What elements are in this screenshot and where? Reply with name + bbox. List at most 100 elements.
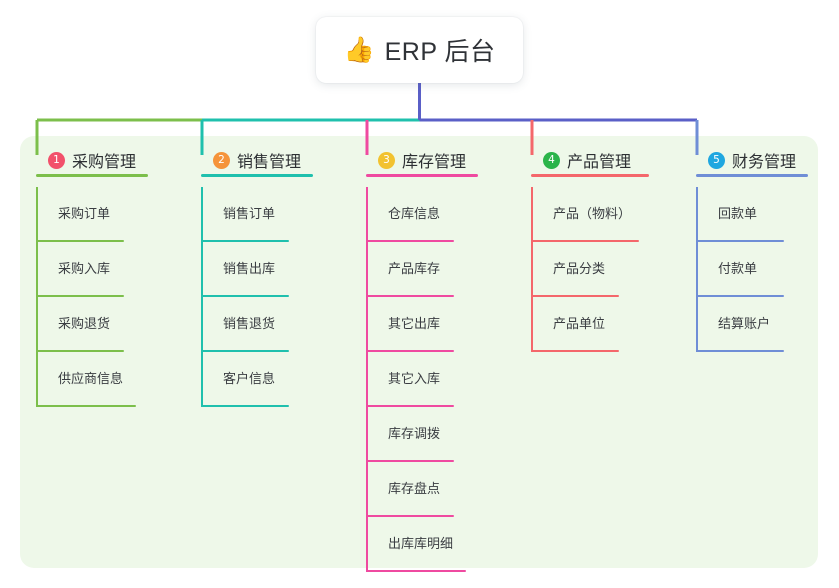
item-label: 销售订单 xyxy=(223,206,276,221)
item-connector xyxy=(696,187,698,242)
branch-item[interactable]: 产品单位 xyxy=(531,297,683,352)
item-label: 结算账户 xyxy=(718,316,771,331)
item-underline xyxy=(366,570,466,572)
branch-item[interactable]: 付款单 xyxy=(696,242,839,297)
item-connector xyxy=(36,297,38,352)
item-underline xyxy=(366,350,454,352)
branch-item[interactable]: 采购退货 xyxy=(36,297,188,352)
item-label: 产品（物料） xyxy=(553,206,632,221)
branch-items: 销售订单销售出库销售退货客户信息 xyxy=(201,187,353,407)
branch-number-badge: 1 xyxy=(48,151,65,169)
branch-item[interactable]: 出库库明细 xyxy=(366,517,518,572)
branch-column-3: 3 库存管理仓库信息产品库存其它出库其它入库库存调拨库存盘点出库库明细 xyxy=(366,143,518,572)
item-connector xyxy=(201,297,203,352)
item-connector xyxy=(366,242,368,297)
branch-items: 回款单付款单结算账户 xyxy=(696,187,839,352)
branch-underline xyxy=(36,174,148,177)
branch-item[interactable]: 仓库信息 xyxy=(366,187,518,242)
branch-title: 库存管理 xyxy=(402,154,467,171)
item-connector xyxy=(531,297,533,352)
branch-header-3[interactable]: 3 库存管理 xyxy=(366,143,518,177)
item-connector xyxy=(366,297,368,352)
branch-item[interactable]: 结算账户 xyxy=(696,297,839,352)
branch-item[interactable]: 销售出库 xyxy=(201,242,353,297)
root-node[interactable]: 👍 ERP 后台 xyxy=(316,17,523,83)
item-underline xyxy=(531,295,619,297)
branch-underline xyxy=(696,174,808,177)
branch-item[interactable]: 产品库存 xyxy=(366,242,518,297)
item-label: 其它入库 xyxy=(388,371,441,386)
item-label: 出库库明细 xyxy=(388,536,454,551)
item-label: 仓库信息 xyxy=(388,206,441,221)
branch-item[interactable]: 产品（物料） xyxy=(531,187,683,242)
item-underline xyxy=(531,350,619,352)
item-underline xyxy=(696,350,784,352)
root-title: ERP 后台 xyxy=(384,38,496,66)
item-label: 回款单 xyxy=(718,206,758,221)
item-connector xyxy=(366,407,368,462)
item-label: 采购订单 xyxy=(58,206,111,221)
item-label: 销售退货 xyxy=(223,316,276,331)
branch-items: 采购订单采购入库采购退货供应商信息 xyxy=(36,187,188,407)
branch-item[interactable]: 采购入库 xyxy=(36,242,188,297)
item-connector xyxy=(366,352,368,407)
branch-item[interactable]: 供应商信息 xyxy=(36,352,188,407)
item-connector xyxy=(366,187,368,242)
branch-item[interactable]: 采购订单 xyxy=(36,187,188,242)
item-underline xyxy=(201,350,289,352)
item-underline xyxy=(36,240,124,242)
item-label: 采购退货 xyxy=(58,316,111,331)
item-label: 供应商信息 xyxy=(58,371,124,386)
branch-item[interactable]: 其它入库 xyxy=(366,352,518,407)
item-underline xyxy=(201,240,289,242)
item-underline xyxy=(366,295,454,297)
branch-item[interactable]: 销售退货 xyxy=(201,297,353,352)
item-label: 客户信息 xyxy=(223,371,276,386)
item-underline xyxy=(201,295,289,297)
item-underline xyxy=(366,405,454,407)
item-connector xyxy=(531,242,533,297)
thumbs-up-icon: 👍 xyxy=(343,35,375,64)
item-connector xyxy=(201,352,203,407)
branch-title: 产品管理 xyxy=(567,154,632,171)
item-connector xyxy=(366,462,368,517)
item-label: 库存盘点 xyxy=(388,481,441,496)
item-connector xyxy=(36,242,38,297)
item-label: 产品单位 xyxy=(553,316,606,331)
item-connector xyxy=(36,352,38,407)
branch-item[interactable]: 其它出库 xyxy=(366,297,518,352)
branch-underline xyxy=(201,174,313,177)
branch-item[interactable]: 库存盘点 xyxy=(366,462,518,517)
branch-item[interactable]: 产品分类 xyxy=(531,242,683,297)
item-label: 付款单 xyxy=(718,261,758,276)
item-underline xyxy=(366,240,454,242)
branch-item[interactable]: 库存调拨 xyxy=(366,407,518,462)
branches-panel xyxy=(20,136,818,568)
item-underline xyxy=(36,295,124,297)
item-connector xyxy=(366,517,368,572)
branch-title: 财务管理 xyxy=(732,154,797,171)
branch-items: 产品（物料） 产品分类产品单位 xyxy=(531,187,683,352)
item-underline xyxy=(201,405,289,407)
branch-items: 仓库信息产品库存其它出库其它入库库存调拨库存盘点出库库明细 xyxy=(366,187,518,572)
item-connector xyxy=(696,242,698,297)
item-label: 其它出库 xyxy=(388,316,441,331)
branch-underline xyxy=(366,174,478,177)
item-underline xyxy=(36,350,124,352)
branch-item[interactable]: 客户信息 xyxy=(201,352,353,407)
item-label: 销售出库 xyxy=(223,261,276,276)
branch-item[interactable]: 回款单 xyxy=(696,187,839,242)
item-connector xyxy=(531,187,533,242)
branch-number-badge: 3 xyxy=(378,151,395,169)
branch-item[interactable]: 销售订单 xyxy=(201,187,353,242)
